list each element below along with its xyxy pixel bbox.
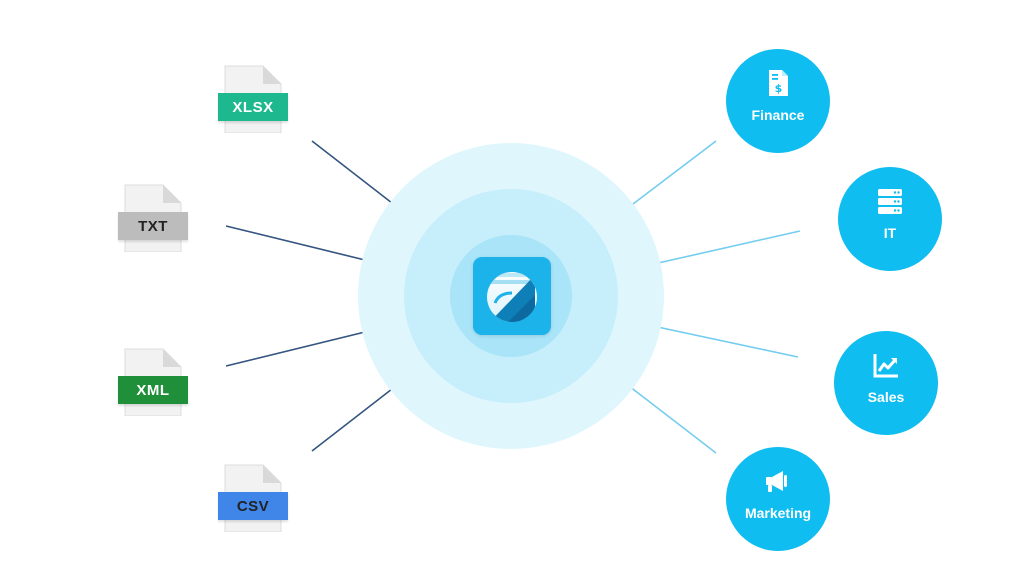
trending-chart-icon: [873, 354, 898, 378]
dept-sales: Sales: [834, 331, 938, 435]
dept-label: Marketing: [744, 505, 812, 521]
file-txt: TXT: [118, 182, 188, 252]
file-xml: XML: [118, 346, 188, 416]
dept-label: Sales: [867, 389, 905, 405]
dept-finance: $ Finance: [726, 49, 830, 153]
file-type-label: XML: [118, 376, 188, 404]
dept-label: Finance: [751, 107, 805, 123]
dept-marketing: Marketing: [726, 447, 830, 551]
file-csv: CSV: [218, 462, 288, 532]
dept-label: IT: [883, 225, 897, 241]
file-type-label: CSV: [218, 492, 288, 520]
app-logo-icon: [487, 272, 537, 322]
hub-app-tile: [473, 257, 551, 335]
file-type-label: TXT: [118, 212, 188, 240]
megaphone-icon: [766, 471, 787, 492]
file-type-label: XLSX: [218, 93, 288, 121]
dept-it: IT: [838, 167, 942, 271]
invoice-dollar-icon: $: [769, 70, 788, 96]
svg-text:$: $: [775, 82, 783, 95]
file-xlsx: XLSX: [218, 63, 288, 133]
server-icon: [878, 189, 902, 214]
